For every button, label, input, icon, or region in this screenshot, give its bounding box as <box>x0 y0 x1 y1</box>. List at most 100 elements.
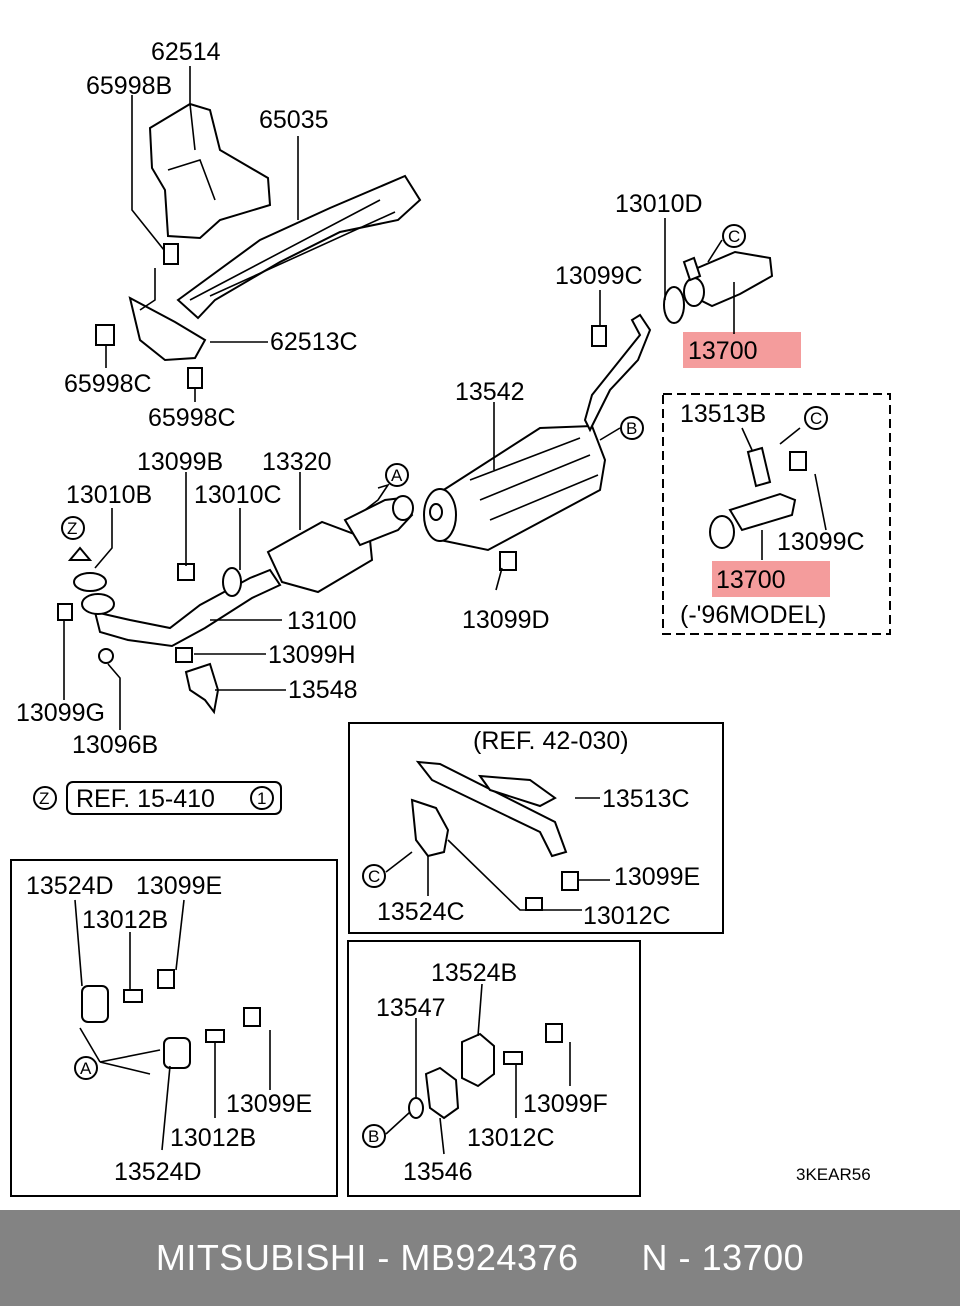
bolt-13099E-box[interactable] <box>561 871 579 891</box>
model-note: (-'96MODEL) <box>680 601 826 629</box>
callout-13548: 13548 <box>288 676 358 704</box>
callout-13524C: 13524C <box>377 898 465 926</box>
inset-96-model <box>662 393 891 635</box>
marker-C-box-label: C <box>368 867 380 886</box>
callout-13513B: 13513B <box>680 400 766 428</box>
gasket-13010C[interactable] <box>222 567 242 597</box>
callout-13546: 13546 <box>403 1158 473 1186</box>
callout-13010B: 13010B <box>66 481 152 509</box>
callout-65998B: 65998B <box>86 72 172 100</box>
callout-13012B-top: 13012B <box>82 906 168 934</box>
box-hangers-A <box>10 859 338 1197</box>
callout-13096B: 13096B <box>72 731 158 759</box>
collar-13012C-box[interactable] <box>525 897 543 911</box>
gasket-13010B[interactable] <box>73 572 115 615</box>
marker-B-box <box>362 1124 386 1148</box>
ref-15-410-box[interactable] <box>66 781 282 815</box>
marker-A-pipe <box>385 463 409 487</box>
callout-13700-inset: 13700 <box>716 566 786 594</box>
figure-code: 3KEAR56 <box>796 1165 871 1184</box>
callout-13320: 13320 <box>262 448 332 476</box>
bolt-13099B[interactable] <box>177 563 195 581</box>
bolt-65998C-left[interactable] <box>95 324 115 346</box>
callout-13099E-bottom: 13099E <box>226 1090 312 1118</box>
callout-62513C: 62513C <box>270 328 358 356</box>
bracket-13548[interactable] <box>184 662 220 715</box>
callout-13099B: 13099B <box>137 448 223 476</box>
callout-13547: 13547 <box>376 994 446 1022</box>
bolt-13099G[interactable] <box>57 603 73 621</box>
hanger-13524D-top[interactable] <box>81 985 109 1023</box>
callout-13012C-B: 13012C <box>467 1124 555 1152</box>
marker-A-box-label: A <box>80 1059 92 1078</box>
highlight-13700-inset <box>712 561 830 597</box>
heat-protector-65035[interactable] <box>176 174 422 320</box>
marker-B-box-label: B <box>368 1127 379 1146</box>
tail-pipe-13700-inset[interactable] <box>709 492 797 549</box>
bolt-65998C-lower[interactable] <box>187 367 203 389</box>
marker-A-pipe-label: A <box>391 466 403 485</box>
bolt-13099D[interactable] <box>499 551 517 571</box>
arrow-up-icon <box>67 546 93 561</box>
callout-13099C-inset: 13099C <box>777 528 865 556</box>
callout-13099E-box: 13099E <box>614 863 700 891</box>
callout-62514: 62514 <box>151 38 221 66</box>
callout-13100: 13100 <box>287 607 357 635</box>
marker-B-main-label: B <box>626 419 637 438</box>
bolt-13099E-top[interactable] <box>157 969 175 989</box>
ref-42-030-label: (REF. 42-030) <box>473 727 629 755</box>
callout-13524D-top: 13524D <box>26 872 114 900</box>
box-ref-42-030 <box>348 722 724 934</box>
bolt-13099H[interactable] <box>175 647 193 663</box>
bolt-13099E-bottom[interactable] <box>243 1007 261 1027</box>
bracket-13513B[interactable] <box>746 446 772 488</box>
bolt-13099C-inset[interactable] <box>789 451 807 471</box>
callout-13524D-bottom: 13524D <box>114 1158 202 1186</box>
stopper-13546[interactable] <box>424 1066 460 1120</box>
bolt-65998B[interactable] <box>163 243 179 265</box>
exhaust-parts-diagram: 62514 65998B 65035 62513C 65998C 65998C … <box>10 38 891 1197</box>
callout-13010C: 13010C <box>194 481 282 509</box>
collar-13012B-top[interactable] <box>123 989 143 1003</box>
hanger-13524C[interactable] <box>410 798 450 858</box>
tail-pipe-13700[interactable] <box>682 250 774 308</box>
callout-13012B-bottom: 13012B <box>170 1124 256 1152</box>
hanger-13524D-bottom[interactable] <box>163 1037 191 1069</box>
ref-15-410-index-label: 1 <box>257 789 266 808</box>
ref-15-410-index <box>250 786 274 810</box>
washer-13547[interactable] <box>408 1097 424 1119</box>
footer-ref-separator: - <box>678 1237 692 1278</box>
callout-13099G: 13099G <box>16 699 105 727</box>
ref-15-410-label: REF. 15-410 <box>76 785 215 813</box>
collar-13012C-B[interactable] <box>503 1051 523 1065</box>
callout-65035: 65035 <box>259 106 329 134</box>
marker-C-main <box>722 224 746 248</box>
callout-65998C-left: 65998C <box>64 370 152 398</box>
bracket-13513C[interactable] <box>415 760 568 858</box>
callout-13012C-box: 13012C <box>583 902 671 930</box>
callout-13099C: 13099C <box>555 262 643 290</box>
highlight-13700-main <box>683 332 801 368</box>
footer-ref-label: N <box>641 1237 669 1278</box>
collar-13012B-bottom[interactable] <box>205 1029 225 1043</box>
heat-protector-62513C[interactable] <box>128 296 207 362</box>
marker-Z-pipe-label: Z <box>67 519 77 538</box>
callout-13099H: 13099H <box>268 641 356 669</box>
part-footer: MITSUBISHI - MB924376 N - 13700 <box>0 1210 960 1306</box>
bolt-13099F[interactable] <box>545 1023 563 1043</box>
marker-A-box <box>74 1056 98 1080</box>
marker-C-box <box>362 864 386 888</box>
front-pipe-13100[interactable] <box>93 568 282 648</box>
hanger-13524B[interactable] <box>461 1032 495 1088</box>
heat-protector-62514[interactable] <box>148 102 272 240</box>
marker-C-main-label: C <box>728 227 740 246</box>
callout-13524B: 13524B <box>431 959 517 987</box>
nut-13096B[interactable] <box>98 648 114 664</box>
marker-Z-ref-label: Z <box>39 789 49 808</box>
footer-ref-number: 13700 <box>701 1237 805 1278</box>
bolt-13099C[interactable] <box>591 325 607 347</box>
gasket-13010D[interactable] <box>663 286 685 324</box>
main-muffler-13542[interactable] <box>423 313 652 552</box>
footer-part-number: MB924376 <box>400 1237 579 1278</box>
center-muffler-13320[interactable] <box>266 495 414 594</box>
